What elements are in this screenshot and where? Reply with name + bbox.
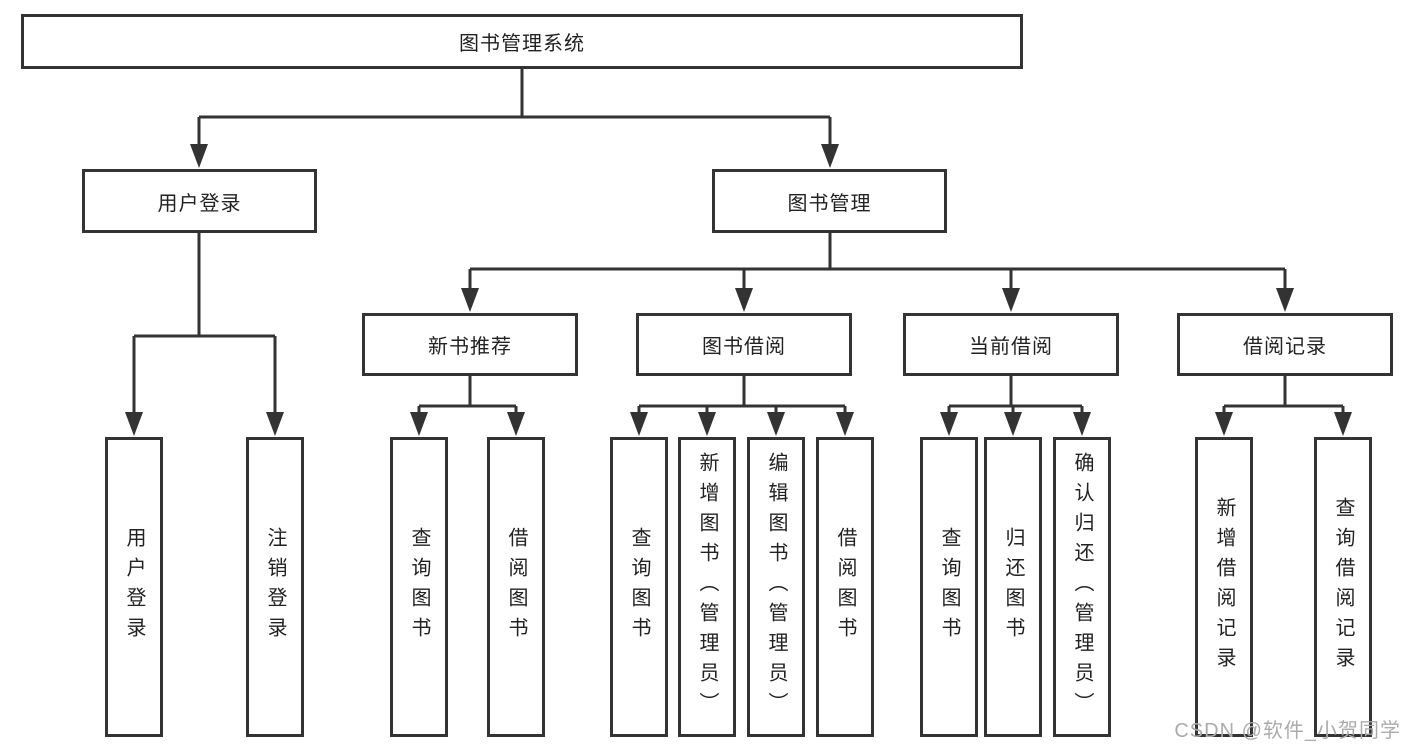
leaf-query-book-2-label: 查询图书	[628, 527, 650, 647]
leaf-query-book-3-label: 查询图书	[938, 527, 960, 647]
leaf-query-book-3: 查询图书	[920, 437, 978, 737]
leaf-add-book-admin-label: 新增图书（管理员）	[696, 452, 718, 722]
leaf-logout: 注销登录	[246, 437, 304, 737]
node-user-login-label: 用户登录	[157, 192, 242, 215]
node-root: 图书管理系统	[21, 14, 1023, 69]
leaf-user-login-label: 用户登录	[123, 527, 145, 647]
leaf-add-book-admin: 新增图书（管理员）	[678, 437, 736, 737]
leaf-query-borrow-record-label: 查询借阅记录	[1332, 497, 1354, 677]
watermark: CSDN @软件_小贺同学	[1174, 720, 1401, 742]
leaf-return-book-label: 归还图书	[1002, 527, 1024, 647]
node-new-book-recommend: 新书推荐	[362, 313, 578, 376]
node-current-borrowing: 当前借阅	[903, 313, 1119, 376]
leaf-borrow-book-1: 借阅图书	[487, 437, 545, 737]
node-book-management: 图书管理	[712, 169, 947, 233]
leaf-query-book-1-label: 查询图书	[408, 527, 430, 647]
node-book-borrowing: 图书借阅	[636, 313, 852, 376]
leaf-confirm-return-admin-label: 确认归还（管理员）	[1071, 452, 1093, 722]
leaf-query-book-1: 查询图书	[390, 437, 448, 737]
node-current-borrowing-label: 当前借阅	[969, 336, 1053, 358]
leaf-user-login: 用户登录	[105, 437, 163, 737]
leaf-add-borrow-record-label: 新增借阅记录	[1213, 497, 1235, 677]
node-book-management-label: 图书管理	[787, 192, 872, 215]
node-root-label: 图书管理系统	[459, 33, 585, 55]
leaf-borrow-book-2: 借阅图书	[816, 437, 874, 737]
leaf-add-borrow-record: 新增借阅记录	[1195, 437, 1253, 737]
leaf-query-borrow-record: 查询借阅记录	[1314, 437, 1372, 737]
leaf-logout-label: 注销登录	[264, 527, 286, 647]
node-borrow-records: 借阅记录	[1177, 313, 1393, 376]
node-user-login: 用户登录	[82, 169, 317, 233]
leaf-borrow-book-1-label: 借阅图书	[505, 527, 527, 647]
leaf-return-book: 归还图书	[984, 437, 1042, 737]
leaf-confirm-return-admin: 确认归还（管理员）	[1053, 437, 1111, 737]
leaf-borrow-book-2-label: 借阅图书	[834, 527, 856, 647]
node-book-borrowing-label: 图书借阅	[702, 336, 786, 358]
leaf-edit-book-admin-label: 编辑图书（管理员）	[765, 452, 787, 722]
node-new-book-recommend-label: 新书推荐	[428, 336, 512, 358]
node-borrow-records-label: 借阅记录	[1243, 336, 1327, 358]
leaf-edit-book-admin: 编辑图书（管理员）	[747, 437, 805, 737]
leaf-query-book-2: 查询图书	[610, 437, 668, 737]
